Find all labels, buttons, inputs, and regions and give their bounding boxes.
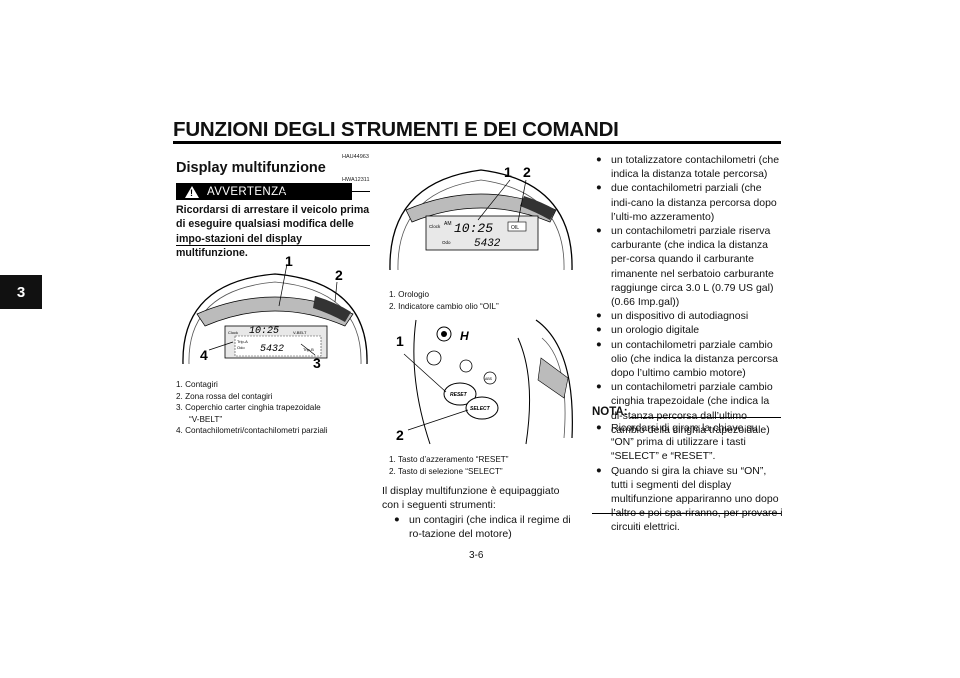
hazard-h-label: H (460, 329, 469, 343)
note-title: NOTA: (592, 406, 628, 418)
callout-1: 1 (285, 253, 293, 269)
right-bullets: un totalizzatore contachilometri (che in… (596, 153, 783, 437)
caption-item: 1. Tasto d’azzeramento “RESET” (389, 455, 509, 464)
bottom-callout-2: 2 (396, 427, 404, 443)
warning-icon: ! (185, 185, 199, 198)
page-number: 3-6 (469, 550, 484, 561)
note-bullet-item: Quando si gira la chiave su “ON”, tutti … (596, 464, 783, 535)
tachometer-figure: 10:25 5432 Clock Trip-A Odo Trip-B V-BEL… (182, 253, 368, 370)
lcd-clock-top: 10:25 (454, 221, 493, 236)
warning-text: Ricordarsi di arrestare il veicolo prima… (176, 204, 370, 259)
bullet-item: un orologio digitale (596, 323, 783, 337)
callout-2: 2 (335, 267, 343, 283)
lcd-label-clock: Clock (228, 330, 238, 335)
caption-item: 2. Tasto di selezione “SELECT” (389, 466, 503, 476)
section-code: HAU44963 (342, 154, 369, 160)
caption-item: 2. Indicatore cambio olio “OIL” (389, 301, 499, 311)
abs-label: ABS (485, 377, 493, 381)
lcd-odo: 5432 (260, 344, 284, 355)
lcd-label-oil: OIL (511, 225, 519, 231)
warning-underline (176, 245, 370, 246)
intro-text: Il display multifunzione è equipaggiato … (382, 485, 560, 512)
caption-item: 1. Contagiri (176, 380, 218, 389)
select-label: SELECT (470, 406, 491, 412)
lcd-odo-top: 5432 (474, 238, 501, 250)
lcd-label-vbelt: V-BELT (293, 330, 307, 335)
warning-code: HWA12311 (342, 177, 370, 183)
bullet-item: un totalizzatore contachilometri (che in… (596, 153, 783, 181)
note-rule (630, 417, 781, 418)
note-end-rule (592, 513, 781, 514)
caption-item: 3. Coperchio carter cinghia trapezoidale (176, 403, 321, 413)
header-rule (173, 141, 781, 144)
warning-banner: ! AVVERTENZA (176, 183, 352, 200)
middle-bullets: un contagiri (che indica il regime di ro… (394, 513, 576, 541)
warning-rule (281, 191, 370, 192)
note-bullet-item: Ricordarsi di girare la chiave su “ON” p… (596, 421, 783, 464)
clock-oil-figure: 10:25 5432 Clock AM Odo OIL 1 2 (389, 164, 573, 271)
caption-item: 1. Orologio (389, 290, 430, 299)
top-callout-1: 1 (504, 164, 512, 180)
middle-bottom-captions: 1. Tasto d’azzeramento “RESET” 2. Tasto … (389, 454, 509, 477)
callout-4: 4 (200, 347, 208, 363)
section-title: Display multifunzione (176, 160, 326, 176)
lcd-label-clock-top: Clock (429, 224, 441, 229)
lcd-label-am: AM (444, 221, 452, 227)
note-bullets: Ricordarsi di girare la chiave su “ON” p… (596, 421, 783, 535)
lcd-label-tripa: Trip-A (237, 339, 248, 344)
caption-item: “V-BELT” (189, 414, 223, 424)
lcd-label-odo: Odo (237, 345, 245, 350)
bottom-callout-1: 1 (396, 333, 404, 349)
chapter-tab: 3 (0, 275, 42, 309)
caption-item: 4. Contachilometri/contachilometri parzi… (176, 426, 328, 436)
page-header-title: FUNZIONI DEGLI STRUMENTI E DEI COMANDI (173, 118, 619, 141)
bullet-item: un contagiri (che indica il regime di ro… (394, 513, 576, 541)
middle-top-captions: 1. Orologio 2. Indicatore cambio olio “O… (389, 289, 499, 312)
top-callout-2: 2 (523, 164, 531, 180)
lcd-label-odo-top: Odo (442, 240, 451, 245)
bullet-item: due contachilometri parziali (che indi-c… (596, 181, 783, 224)
callout-3: 3 (313, 355, 321, 370)
lcd-clock: 10:25 (249, 326, 279, 337)
caption-item: 2. Zona rossa del contagiri (176, 391, 273, 401)
left-captions: 1. Contagiri 2. Zona rossa del contagiri… (176, 379, 328, 437)
bullet-item: un contachilometri parziale riserva carb… (596, 224, 783, 309)
buttons-figure: H ABS RESET SELECT 1 2 (396, 319, 573, 445)
bullet-item: un contachilometri parziale cambio olio … (596, 338, 783, 381)
warning-label: AVVERTENZA (207, 185, 287, 198)
bullet-item: un dispositivo di autodiagnosi (596, 309, 783, 323)
reset-label: RESET (450, 392, 468, 398)
